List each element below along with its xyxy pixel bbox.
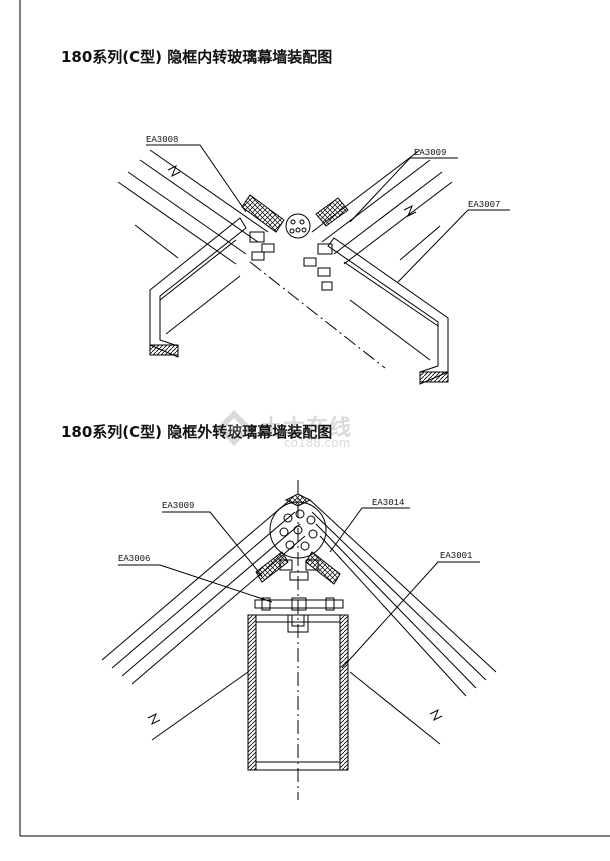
foam-rod bbox=[285, 213, 311, 239]
callout-ea3014: EA3014 bbox=[372, 498, 404, 508]
leader-ea3008 bbox=[146, 144, 247, 213]
leader-ea3001 bbox=[341, 561, 480, 669]
leader-ea3006 bbox=[118, 564, 273, 603]
left-frame-profile bbox=[149, 217, 247, 358]
callout-ea3007: EA3007 bbox=[468, 200, 500, 210]
right-glass-outer-b bbox=[309, 499, 497, 673]
leader-ea3009-top bbox=[349, 157, 458, 223]
leader-ea3007 bbox=[397, 209, 510, 283]
left-glass-outer-b bbox=[101, 499, 291, 661]
leader-ea3014 bbox=[329, 507, 410, 553]
inner-corner-title: 180系列(C型) 隐框内转玻璃幕墙装配图 bbox=[61, 48, 333, 66]
callout-ea3006: EA3006 bbox=[118, 554, 150, 564]
right-seal bbox=[315, 197, 349, 227]
left-glass-outer bbox=[149, 149, 269, 233]
center-line bbox=[249, 261, 386, 369]
outer-corner-title: 180系列(C型) 隐框外转玻璃幕墙装配图 bbox=[61, 423, 333, 441]
outer-corner-diagram bbox=[101, 480, 497, 800]
callout-ea3009-top: EA3009 bbox=[414, 148, 446, 158]
left-seal bbox=[241, 194, 285, 233]
transom-plate bbox=[254, 599, 344, 609]
right-seal-b bbox=[305, 551, 341, 585]
watermark: 土木在线 co188.com bbox=[214, 404, 414, 464]
callout-ea3008: EA3008 bbox=[146, 135, 178, 145]
watermark-sub-text: co188.com bbox=[284, 436, 351, 450]
right-frame-profile bbox=[327, 237, 449, 385]
callout-ea3009-bottom: EA3009 bbox=[162, 501, 194, 511]
watermark-main-text: 土木在线 bbox=[260, 416, 353, 441]
watermark-logo-icon bbox=[216, 410, 252, 446]
inner-corner-diagram bbox=[117, 144, 510, 385]
leader-ea3009-bottom bbox=[162, 511, 263, 577]
left-seal-b bbox=[255, 551, 289, 583]
callout-ea3001: EA3001 bbox=[440, 551, 472, 561]
